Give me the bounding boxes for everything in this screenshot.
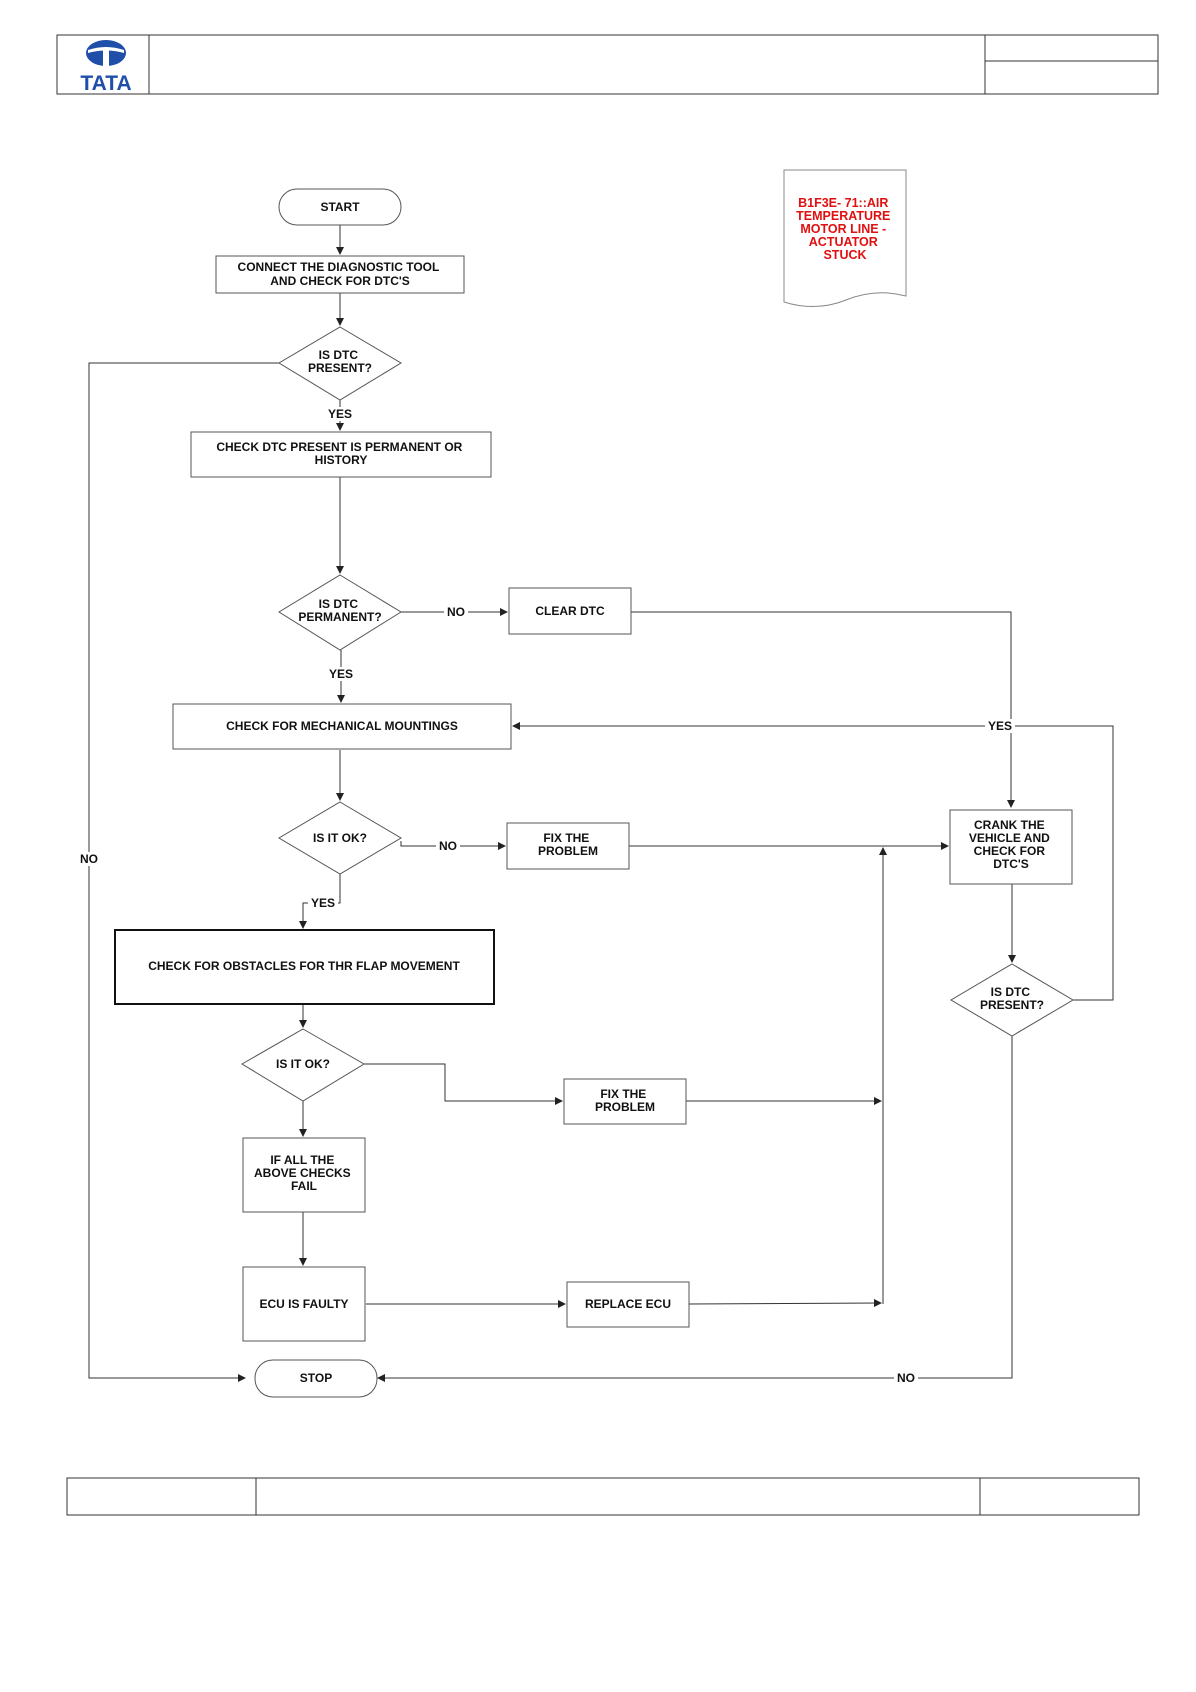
label-no-left: NO xyxy=(77,852,101,866)
svg-text:IS IT OK?: IS IT OK? xyxy=(313,831,367,845)
svg-text:REPLACE ECU: REPLACE ECU xyxy=(585,1297,671,1311)
svg-text:CHECK FOR OBSTACLES FOR THR FL: CHECK FOR OBSTACLES FOR THR FLAP MOVEMEN… xyxy=(148,959,460,973)
svg-text:START: START xyxy=(320,200,360,214)
svg-text:CHECK FOR MECHANICAL MOUNTINGS: CHECK FOR MECHANICAL MOUNTINGS xyxy=(226,719,458,733)
svg-text:CONNECT THE DIAGNOSTIC TOOL: CONNECT THE DIAGNOSTIC TOOL AND CHECK FO… xyxy=(238,260,443,288)
svg-text:YES: YES xyxy=(988,719,1012,733)
clear-dtc-box: CLEAR DTC xyxy=(508,587,632,635)
label-no-bottom: NO xyxy=(894,1371,918,1385)
fix-problem-box-1: FIX THE PROBLEM xyxy=(506,822,630,870)
footer-frame xyxy=(66,1477,1140,1516)
crank-vehicle-box: CRANK THE VEHICLE AND CHECK FOR DTC'S xyxy=(949,809,1073,885)
stop-terminal: STOP xyxy=(254,1359,378,1398)
svg-text:IF ALL THE ABOVE CHECKS: IF ALL THE ABOVE CHECKS FAIL xyxy=(254,1153,354,1193)
dtc-title-tag: B1F3E- 71::AIR TEMPERATURE MOTOR LINE - … xyxy=(783,169,907,308)
check-permanent-box: CHECK DTC PRESENT IS PERMANENT OR HISTOR… xyxy=(190,431,492,478)
svg-text:NO: NO xyxy=(439,839,457,853)
svg-text:IS DTC PRESENT?: IS DTC PRESENT? xyxy=(308,348,372,375)
tata-emblem-icon xyxy=(86,40,126,66)
label-yes-1: YES xyxy=(325,407,355,421)
svg-text:STOP: STOP xyxy=(300,1371,332,1385)
decision-is-ok-2: IS IT OK? xyxy=(241,1028,365,1102)
svg-text:ECU IS FAULTY: ECU IS FAULTY xyxy=(259,1297,348,1311)
start-terminal: START xyxy=(278,188,402,226)
decision-dtc-present-2: IS DTC PRESENT? xyxy=(950,963,1074,1037)
svg-text:IS DTC PERMANENT?: IS DTC PERMANENT? xyxy=(298,597,381,624)
svg-text:YES: YES xyxy=(329,667,353,681)
svg-text:YES: YES xyxy=(311,896,335,910)
label-no-permanent: NO xyxy=(444,605,468,619)
label-yes-ok-1: YES xyxy=(308,896,338,910)
connect-tool-box: CONNECT THE DIAGNOSTIC TOOL AND CHECK FO… xyxy=(215,255,465,294)
decision-dtc-present-1: IS DTC PRESENT? xyxy=(278,326,402,401)
svg-text:FIX THE PROBLEM: FIX THE PROBLEM xyxy=(538,831,598,858)
svg-text:CHECK DTC PRESENT IS PERMANEN: CHECK DTC PRESENT IS PERMANENT OR HISTOR… xyxy=(216,440,465,467)
check-obstacles-box: CHECK FOR OBSTACLES FOR THR FLAP MOVEMEN… xyxy=(114,929,495,1005)
header-frame xyxy=(56,34,1159,95)
svg-text:IS DTC PRESENT?: IS DTC PRESENT? xyxy=(980,985,1044,1012)
tata-logo: TATA xyxy=(80,40,132,95)
svg-text:NO: NO xyxy=(897,1371,915,1385)
svg-text:CRANK THE VEHICLE AND: CRANK THE VEHICLE AND CHECK FOR DTC'S xyxy=(969,818,1053,871)
label-yes-loop: YES xyxy=(985,719,1015,733)
svg-text:YES: YES xyxy=(328,407,352,421)
logo-text: TATA xyxy=(80,72,131,95)
svg-text:IS IT OK?: IS IT OK? xyxy=(276,1057,330,1071)
svg-text:NO: NO xyxy=(447,605,465,619)
all-checks-fail-box: IF ALL THE ABOVE CHECKS FAIL xyxy=(242,1137,366,1213)
decision-dtc-permanent: IS DTC PERMANENT? xyxy=(278,574,402,651)
title-tag-text: B1F3E- 71::AIR TEMPERATURE MOTOR LINE - … xyxy=(796,196,894,262)
fix-problem-box-2: FIX THE PROBLEM xyxy=(563,1078,687,1125)
ecu-faulty-box: ECU IS FAULTY xyxy=(242,1266,366,1342)
label-no-ok-1: NO xyxy=(436,839,460,853)
svg-text:NO: NO xyxy=(80,852,98,866)
replace-ecu-box: REPLACE ECU xyxy=(566,1281,690,1328)
svg-text:FIX THE PROBLEM: FIX THE PROBLEM xyxy=(595,1087,655,1114)
check-mechanical-box: CHECK FOR MECHANICAL MOUNTINGS xyxy=(172,703,512,750)
decision-is-ok-1: IS IT OK? xyxy=(278,801,402,875)
connectors xyxy=(88,225,1114,1382)
label-yes-permanent: YES xyxy=(326,667,356,681)
edge-labels: YES NO NO YES YES NO YES NO xyxy=(77,407,1015,1385)
svg-text:CLEAR DTC: CLEAR DTC xyxy=(535,604,605,618)
